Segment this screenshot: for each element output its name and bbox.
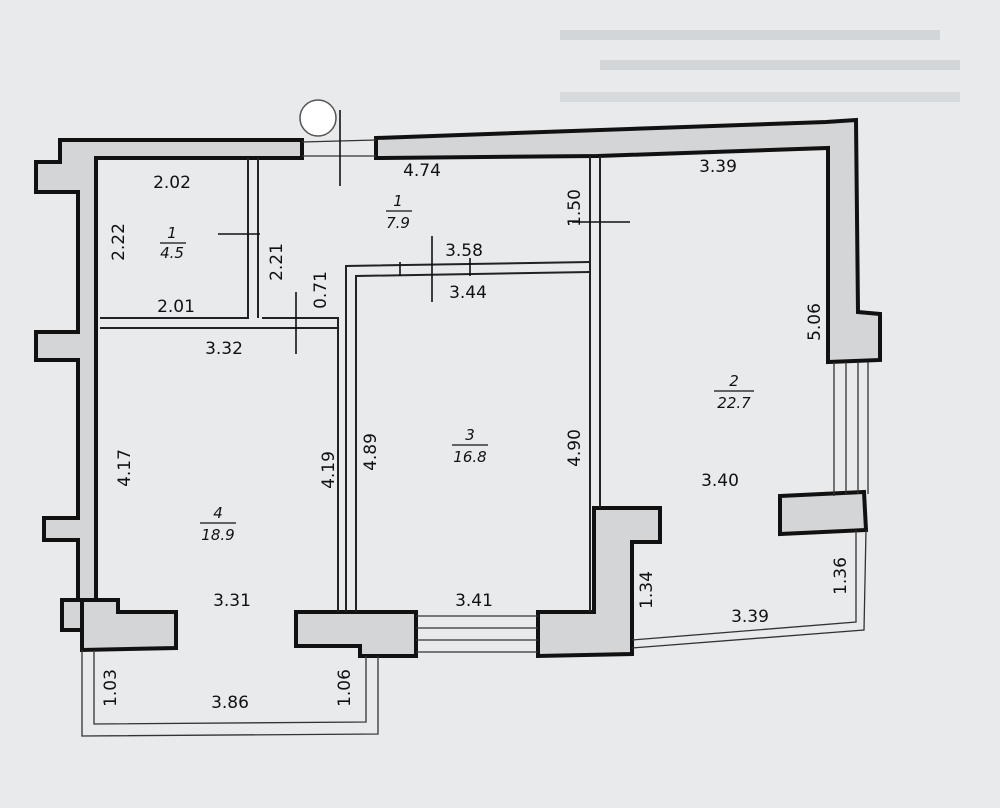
dim-r2-top: 3.39 — [699, 157, 737, 177]
dim-balcony-bottom: 3.86 — [211, 693, 249, 713]
dim-r1-right: 1.50 — [565, 189, 585, 227]
dim-r2-lower-right: 1.36 — [831, 557, 851, 595]
partition-room4-right — [262, 317, 339, 612]
partition-room3-outer — [345, 261, 591, 612]
balcony-left-inner — [93, 650, 367, 725]
room-label-3: 3 16.8 — [452, 426, 488, 466]
partitions — [100, 156, 601, 612]
wall-pier-east — [778, 489, 869, 537]
balcony-left — [81, 650, 379, 737]
wall-pier-right — [536, 506, 662, 659]
dim-r5-right: 2.21 — [267, 243, 287, 281]
dim-r5-top: 2.02 — [153, 173, 191, 193]
dim-r2-lower-left: 1.34 — [637, 571, 657, 609]
dim-r3-bottom: 3.41 — [455, 591, 493, 611]
dim-r2-mid: 3.40 — [701, 471, 739, 491]
dim-r3-top-inner: 3.44 — [449, 283, 487, 303]
dim-r5-bottom: 2.01 — [157, 297, 195, 317]
room-area-4: 18.9 — [201, 526, 234, 544]
room-number-4: 4 — [213, 504, 223, 522]
dim-r2-right: 5.06 — [805, 303, 825, 341]
room-label-5: 1 4.5 — [160, 224, 186, 262]
balcony-right — [631, 529, 867, 649]
bleed-line-3 — [560, 92, 960, 102]
room-label-1: 1 7.9 — [386, 192, 412, 232]
wall-pier-left — [294, 610, 418, 658]
room-number-3: 3 — [465, 426, 475, 444]
room-label-2: 2 22.7 — [714, 372, 754, 412]
room-label-4: 4 18.9 — [200, 504, 236, 544]
dim-r4-top: 3.32 — [205, 339, 243, 359]
partition-room5 — [100, 158, 249, 319]
dim-r3-right: 4.90 — [565, 429, 585, 467]
wall-top-left — [34, 138, 304, 632]
window-top-a — [301, 139, 377, 143]
dim-balcony-left: 1.03 — [101, 669, 121, 707]
dim-r1-top: 4.74 — [403, 161, 441, 181]
dim-r2-bottom: 3.39 — [731, 607, 769, 627]
room-number-5: 1 — [167, 224, 177, 242]
bleed-through-text — [560, 30, 960, 102]
room-area-2: 22.7 — [717, 394, 751, 412]
dim-r4-bottom: 3.31 — [213, 591, 251, 611]
door-swing-icon — [299, 99, 337, 137]
dim-balcony-right: 1.06 — [335, 669, 355, 707]
dim-r4-right: 4.19 — [319, 451, 339, 489]
dim-r1-small: 0.71 — [311, 271, 331, 309]
partition-room3-inner — [355, 271, 591, 612]
room-number-1: 1 — [393, 192, 403, 210]
room-number-2: 2 — [729, 372, 739, 390]
room-area-3: 16.8 — [453, 448, 486, 466]
dim-r3-left: 4.89 — [361, 433, 381, 471]
balcony-right-inner — [631, 530, 857, 641]
balcony-right-outer — [631, 529, 867, 649]
dim-r4-left: 4.17 — [115, 449, 135, 487]
dim-r3-top-outer: 3.58 — [445, 241, 483, 261]
bleed-line-2 — [600, 60, 960, 70]
dim-r5-left: 2.22 — [109, 223, 129, 261]
room-area-1: 7.9 — [386, 214, 410, 232]
room-area-5: 4.5 — [160, 244, 184, 262]
dimension-labels: 2.02 2.01 4.74 3.58 3.44 3.32 3.31 3.41 … — [101, 157, 851, 713]
wall-left-lower — [80, 598, 178, 653]
windows — [301, 139, 869, 653]
balcony-left-outer — [81, 650, 379, 737]
wall-top-right — [374, 117, 882, 365]
dimension-ticks — [218, 110, 630, 354]
bleed-line-1 — [560, 30, 940, 40]
